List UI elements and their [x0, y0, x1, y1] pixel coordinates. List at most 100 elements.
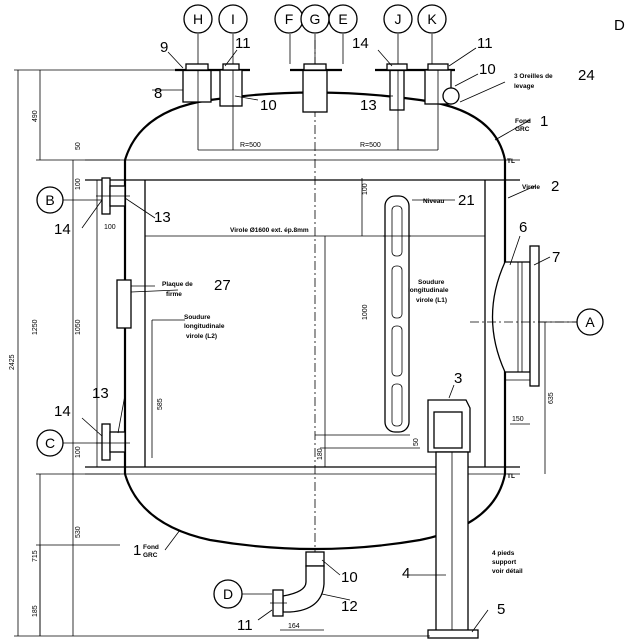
part-number-24: 24 — [578, 67, 595, 84]
dim-1050: 1050 — [75, 319, 82, 335]
part-number-12: 12 — [341, 598, 358, 615]
nozzle-letter-b: B — [45, 192, 54, 208]
note-weld-right-3: virole (L1) — [416, 297, 447, 304]
dim-150: 150 — [512, 416, 524, 423]
nozzle-letter-g: G — [310, 11, 321, 27]
note-legs-3: voir détail — [492, 568, 523, 575]
nozzle-bubble-g: G — [300, 4, 330, 34]
dim-100-b2: 100 — [104, 224, 116, 231]
vessel-shell — [85, 40, 520, 600]
top-nozzles — [175, 63, 460, 151]
nozzle-bubble-j: J — [383, 4, 413, 34]
part-number-21: 21 — [458, 192, 475, 209]
part-number-3: 3 — [454, 370, 462, 387]
note-lifting-lugs: 3 Oreilles de — [514, 73, 553, 80]
note-shell: Virole — [522, 184, 540, 191]
note-weld-left-2: longitudinale — [184, 323, 225, 330]
part-number-13: 13 — [92, 385, 109, 402]
nozzle-letter-e: E — [338, 11, 347, 27]
note-weld-right-2: longitudinale — [408, 287, 449, 294]
note-bottom-head: Fond — [143, 544, 159, 551]
dim-1000: 1000 — [362, 304, 369, 320]
dim-100-b: 100 — [75, 178, 82, 190]
note-weld-left-3: virole (L2) — [186, 333, 217, 340]
part-number-8: 8 — [154, 85, 162, 102]
left-nozzles — [96, 177, 130, 461]
dim-radius-left: R=500 — [240, 142, 261, 149]
manhole-a — [470, 245, 580, 387]
part-number-5: 5 — [497, 601, 505, 618]
note-level: Niveau — [423, 198, 444, 205]
part-number-1: 1 — [133, 542, 141, 559]
corner-letter: D — [614, 17, 625, 34]
note-shell-dimension: Virole Ø1600 ext. ép.8mm — [230, 227, 309, 234]
nozzle-letter-c: C — [45, 435, 55, 451]
note-tangent-top: TL — [507, 158, 515, 165]
part-number-1: 1 — [540, 113, 548, 130]
dim-overall-height: 2425 — [9, 354, 16, 370]
part-number-27: 27 — [214, 277, 231, 294]
part-number-6: 6 — [519, 219, 527, 236]
note-nameplate-2: firme — [166, 291, 182, 298]
note-top-head-2: GRC — [515, 126, 530, 133]
nozzle-bubble-k: K — [417, 4, 447, 34]
dim-100-c: 100 — [75, 446, 82, 458]
note-legs-2: support — [492, 559, 517, 566]
note-bottom-head-2: GRC — [143, 552, 158, 559]
dim-715: 715 — [32, 550, 39, 562]
nozzle-letter-d: D — [223, 586, 233, 602]
dim-1250: 1250 — [32, 319, 39, 335]
dim-164: 164 — [288, 623, 300, 630]
note-tangent-bottom: TL — [507, 473, 515, 480]
part-number-14: 14 — [352, 35, 369, 52]
part-number-11: 11 — [477, 35, 493, 52]
dim-50-bottom: 50 — [413, 438, 420, 446]
nozzle-bubble-b: B — [36, 186, 64, 214]
part-number-10: 10 — [341, 569, 358, 586]
dimension-lines — [14, 69, 546, 637]
nozzle-bubble-d: D — [213, 579, 243, 609]
part-number-13: 13 — [360, 97, 377, 114]
nozzle-bubble-i: I — [218, 4, 248, 34]
part-number-10: 10 — [479, 61, 496, 78]
dim-185: 185 — [32, 605, 39, 617]
dim-180: 180 — [317, 448, 324, 460]
part-number-14: 14 — [54, 221, 71, 238]
note-weld-right: Soudure — [418, 279, 445, 286]
dim-100-level: 100 — [362, 183, 369, 195]
part-number-9: 9 — [160, 39, 168, 56]
part-number-11: 11 — [235, 35, 251, 52]
note-lifting-lugs-2: levage — [514, 83, 535, 90]
nozzle-bubble-h: H — [183, 4, 213, 34]
dim-530: 530 — [75, 526, 82, 538]
part-number-13: 13 — [154, 209, 171, 226]
nozzle-bubble-c: C — [36, 429, 64, 457]
nozzle-letter-a: A — [585, 314, 595, 330]
dim-top-head: 490 — [32, 110, 39, 122]
note-top-head: Fond — [515, 118, 531, 125]
part-number-11: 11 — [237, 617, 253, 634]
part-number-7: 7 — [552, 249, 560, 266]
dim-635: 635 — [548, 392, 555, 404]
part-number-10: 10 — [260, 97, 277, 114]
leader-lines — [62, 34, 590, 633]
nozzle-letter-k: K — [427, 11, 437, 27]
nozzle-bubble-a: A — [576, 308, 604, 336]
dim-radius-right: R=500 — [360, 142, 381, 149]
nozzle-letter-i: I — [231, 11, 235, 27]
nameplate — [116, 279, 155, 329]
bottom-outlet — [270, 551, 325, 617]
support-leg — [427, 399, 479, 639]
nozzle-letter-f: F — [285, 11, 294, 27]
part-number-14: 14 — [54, 403, 71, 420]
part-number-4: 4 — [402, 565, 410, 582]
level-gauge — [383, 195, 411, 433]
part-number-2: 2 — [551, 178, 559, 195]
dim-50-top: 50 — [75, 142, 82, 150]
nozzle-bubble-f: F — [274, 4, 304, 34]
nozzle-bubble-e: E — [328, 4, 358, 34]
note-weld-left: Soudure — [184, 314, 211, 321]
nozzle-letter-j: J — [395, 11, 402, 27]
nozzle-letter-h: H — [193, 11, 203, 27]
